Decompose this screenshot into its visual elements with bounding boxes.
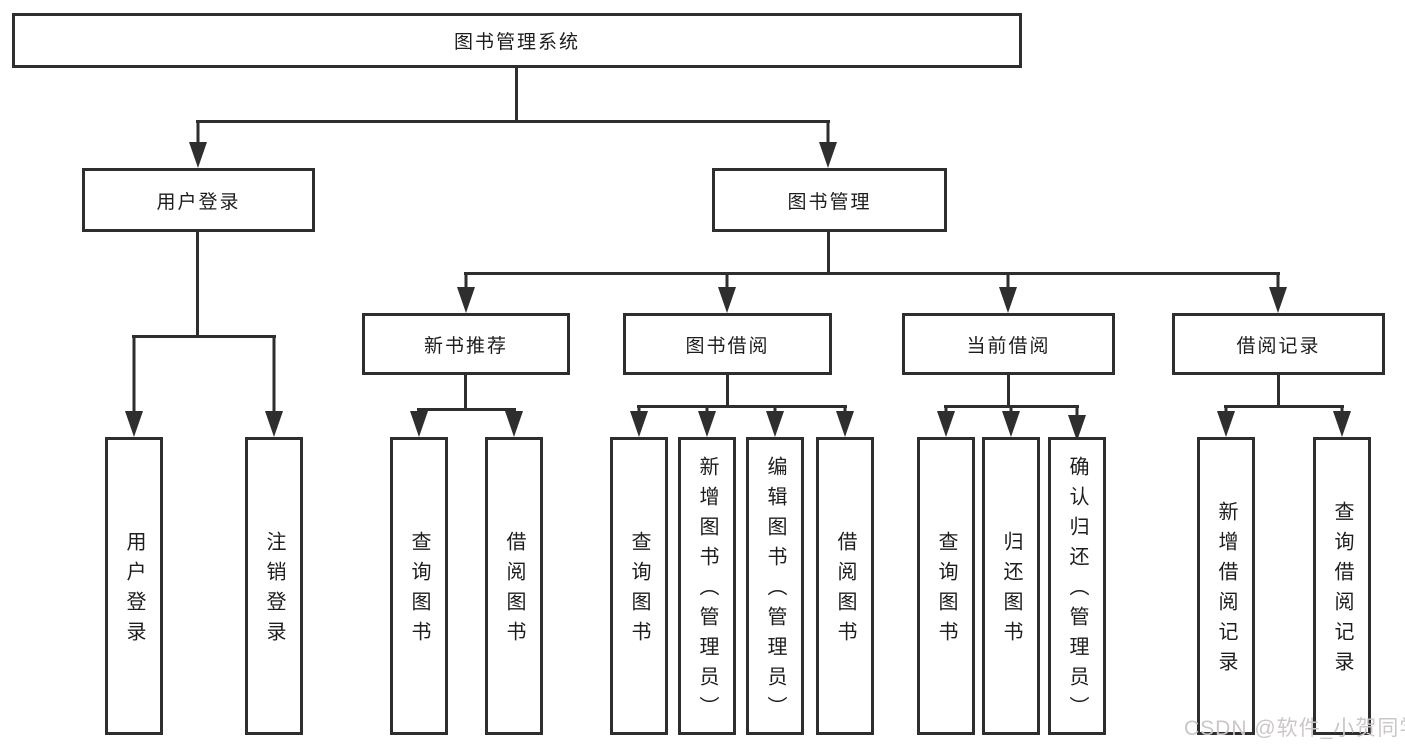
arrow-down	[409, 408, 429, 437]
connector-line	[464, 272, 1280, 275]
arrow-down	[456, 272, 476, 313]
arrow-down	[818, 120, 838, 168]
leaf-borrow-books-recommend: 借阅图书	[485, 437, 543, 735]
leaf-confirm-return-admin: 确认归还（管理员）	[1048, 437, 1106, 735]
leaf-label: 用户登录	[123, 531, 145, 651]
arrow-down	[1067, 405, 1087, 441]
node-user-login: 用户登录	[82, 168, 315, 232]
arrow-down	[765, 405, 785, 437]
connector-line	[1007, 375, 1010, 405]
arrow-down	[998, 272, 1018, 313]
node-book-management: 图书管理	[712, 168, 947, 232]
connector-line	[515, 68, 518, 120]
node-current-borrowing: 当前借阅	[902, 313, 1115, 375]
arrow-down	[188, 120, 208, 168]
connector-line	[726, 375, 729, 405]
leaf-label: 确认归还（管理员）	[1066, 456, 1088, 726]
leaf-label: 新增图书（管理员）	[696, 456, 718, 726]
csdn-watermark: CSDN @软件_小贺同学	[1184, 717, 1405, 740]
arrow-down	[697, 405, 717, 437]
arrow-down	[1268, 272, 1288, 313]
node-label: 用户登录	[156, 191, 241, 213]
connector-line	[1224, 405, 1344, 408]
leaf-label: 查询借阅记录	[1331, 501, 1353, 681]
leaf-return-books: 归还图书	[982, 437, 1040, 735]
node-borrowing-records: 借阅记录	[1172, 313, 1385, 375]
node-new-book-recommendation: 新书推荐	[362, 313, 570, 375]
leaf-add-borrow-record: 新增借阅记录	[1197, 437, 1255, 735]
leaf-label: 借阅图书	[503, 531, 525, 651]
node-label: 图书管理系统	[453, 32, 580, 53]
node-library-management-system: 图书管理系统	[12, 13, 1022, 68]
arrow-down	[1332, 405, 1352, 437]
node-label: 借阅记录	[1236, 335, 1321, 357]
leaf-label: 编辑图书（管理员）	[764, 456, 786, 726]
arrow-down	[264, 335, 284, 437]
leaf-query-books-recommend: 查询图书	[390, 437, 448, 735]
leaf-label: 查询图书	[628, 531, 650, 651]
connector-line	[464, 375, 467, 408]
leaf-user-login: 用户登录	[105, 437, 163, 735]
arrow-down	[124, 335, 144, 437]
connector-line	[132, 335, 276, 338]
arrow-down	[936, 405, 956, 437]
leaf-label: 查询图书	[935, 531, 957, 651]
leaf-label: 借阅图书	[834, 531, 856, 651]
node-book-borrowing: 图书借阅	[623, 313, 832, 375]
arrow-down	[1001, 405, 1021, 437]
node-label: 图书借阅	[685, 335, 770, 357]
arrow-down	[835, 405, 855, 437]
leaf-borrow-books: 借阅图书	[816, 437, 874, 735]
node-label: 当前借阅	[966, 335, 1051, 357]
connector-line	[417, 408, 516, 411]
leaf-query-borrow-record: 查询借阅记录	[1313, 437, 1371, 735]
connector-line	[196, 232, 199, 335]
node-label: 图书管理	[787, 191, 872, 213]
leaf-query-books-current: 查询图书	[917, 437, 975, 735]
leaf-label: 查询图书	[408, 531, 430, 651]
leaf-label: 注销登录	[263, 531, 285, 651]
leaf-label: 新增借阅记录	[1215, 501, 1237, 681]
connector-line	[637, 405, 847, 408]
connector-line	[196, 120, 830, 123]
arrow-down	[717, 272, 737, 313]
arrow-down	[504, 408, 524, 437]
arrow-down	[1216, 405, 1236, 437]
node-label: 新书推荐	[423, 335, 508, 357]
leaf-query-books-borrow: 查询图书	[610, 437, 668, 735]
leaf-label: 归还图书	[1000, 531, 1022, 651]
leaf-logout: 注销登录	[245, 437, 303, 735]
leaf-add-books-admin: 新增图书（管理员）	[678, 437, 736, 735]
leaf-edit-books-admin: 编辑图书（管理员）	[746, 437, 804, 735]
connector-line	[827, 232, 830, 272]
arrow-down	[629, 405, 649, 437]
connector-line	[1277, 375, 1280, 405]
